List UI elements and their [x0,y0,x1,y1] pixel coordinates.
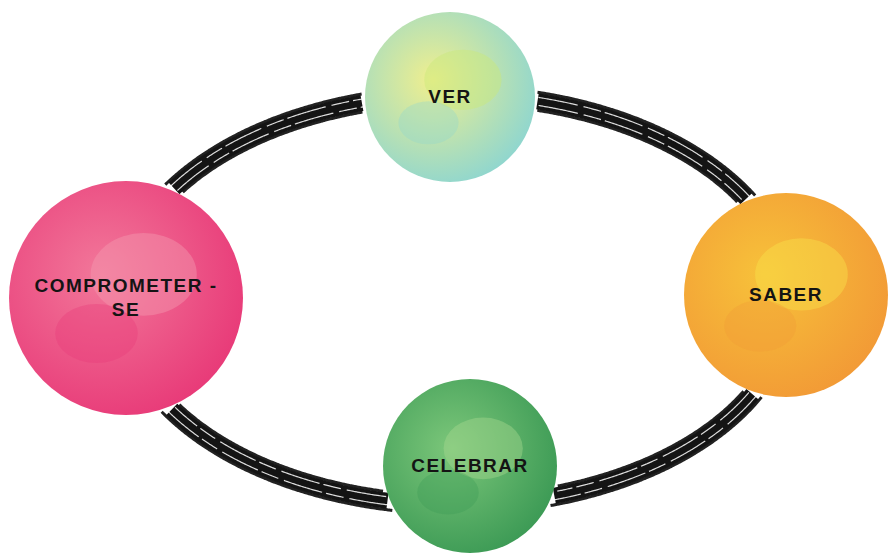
ring-texture [175,407,386,496]
watercolor-blot [417,470,479,514]
circle-content: CELEBRAR [382,378,558,554]
circle-fill [9,181,243,415]
circle-label: COMPROMETER -SE [26,274,226,322]
ring-texture [177,107,363,191]
watercolor-circle: COMPROMETER -SE [8,180,244,416]
ring-segment-group [165,94,363,192]
watercolor-circle: CELEBRAR [382,378,558,554]
ring-texture [539,106,742,200]
circle-label: SABER [749,283,823,307]
circle-fill [383,379,557,553]
watercolor-blot [724,300,796,352]
circle-label: VER [428,85,472,109]
circle-content: COMPROMETER -SE [8,180,244,416]
circle-fill [684,193,888,397]
ring-texture [167,410,389,505]
ring-texture [538,97,749,196]
watercolor-blot [398,101,458,144]
watercolor-circle: SABER [683,192,889,398]
circle-label: CELEBRAR [411,454,529,478]
watercolor-blot [424,50,501,110]
ring-texture [171,99,363,186]
watercolor-circle: VER [364,11,536,183]
circle-content: SABER [683,192,889,398]
ring-segment-group [162,405,393,511]
ring-segment-group [537,92,755,202]
ring-connector [172,409,388,500]
ring-texture [557,392,749,491]
ring-texture [553,396,756,500]
ring-connector [537,101,746,198]
circle-content: VER [364,11,536,183]
circle-outline [8,180,244,416]
watercolor-blot [91,233,197,316]
ring-connector [174,103,362,188]
ring-connector [554,394,752,496]
circle-fill [365,12,535,182]
ring-segment-group [551,391,762,505]
